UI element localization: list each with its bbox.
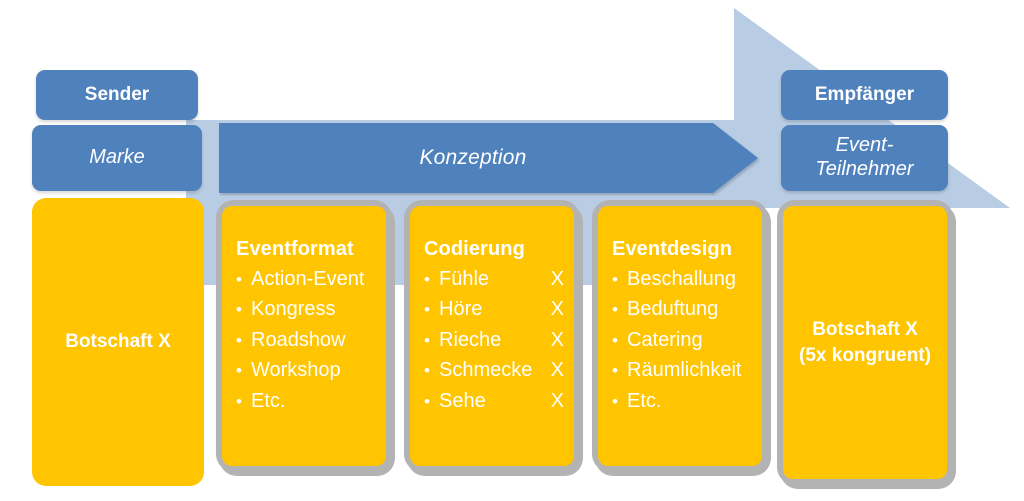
list-item-mark: X <box>550 298 564 321</box>
event-teilnehmer-line1: Event- <box>835 134 894 157</box>
list-item-label: Schmecke <box>439 359 533 382</box>
event-teilnehmer-line2: Teilnehmer <box>815 158 914 180</box>
marke-box[interactable]: Marke <box>32 125 202 191</box>
list-item: • Rieche X <box>424 325 574 355</box>
card-botschaft-kongruent-line1: Botschaft X <box>812 318 918 340</box>
list-item-mark: X <box>550 268 564 290</box>
list-item-label: Etc. <box>251 389 286 412</box>
empfaenger-box[interactable]: Empfänger <box>781 70 948 120</box>
bullet-icon: • <box>612 391 618 411</box>
card-eventformat-inner: Eventformat • Action-Event • Kongress • Roa… <box>222 206 386 466</box>
card-eventformat-title: Eventformat <box>236 238 354 260</box>
event-teilnehmer-box[interactable]: Event- Teilnehmer <box>781 125 948 191</box>
list-item: • Etc. <box>612 386 762 416</box>
card-botschaft-kongruent-inner: Botschaft X (5x kongruent) <box>783 206 947 479</box>
list-item: • Action-Event <box>236 264 386 294</box>
list-item: • Schmecke X <box>424 355 574 385</box>
bullet-icon: • <box>236 391 242 411</box>
list-item: • Sehe X <box>424 386 574 416</box>
bullet-icon: • <box>424 300 430 320</box>
sender-box[interactable]: Sender <box>36 70 198 120</box>
list-item: • Beduftung <box>612 294 762 324</box>
list-item: • Höre X <box>424 294 574 324</box>
bullet-icon: • <box>236 330 242 350</box>
card-botschaft-text: Botschaft X <box>32 198 204 486</box>
bullet-icon: • <box>236 270 242 289</box>
sender-label: Sender <box>84 83 150 105</box>
card-eventdesign-body: Eventdesign • Beschallung • Beduftung • Cat… <box>598 206 762 416</box>
bullet-icon: • <box>236 300 242 320</box>
list-item: • Catering <box>612 325 762 355</box>
list-item: • Roadshow <box>236 325 386 355</box>
bullet-icon: • <box>612 330 618 350</box>
list-item-label: Action-Event <box>251 268 365 290</box>
list-item-label: Fühle <box>439 268 490 290</box>
list-item-mark: X <box>550 328 564 351</box>
konzeption-label: Konzeption <box>419 146 527 169</box>
empfaenger-label: Empfänger <box>814 83 915 105</box>
list-item: • Beschallung <box>612 264 762 294</box>
card-eventformat-body: Eventformat • Action-Event • Kongress • Roa… <box>222 206 386 416</box>
card-codierung-title: Codierung <box>424 238 525 260</box>
list-item-mark: X <box>550 359 564 382</box>
card-botschaft-kongruent-line2: (5x kongruent) <box>799 344 931 366</box>
list-item-label: Roadshow <box>251 328 346 351</box>
konzeption-arrow-shape <box>219 123 758 193</box>
card-eventdesign-title: Eventdesign <box>612 238 733 260</box>
card-eventdesign-list: • Beschallung • Beduftung • Catering • Räuml… <box>612 264 762 416</box>
bullet-icon: • <box>236 361 242 381</box>
list-item-label: Räumlichkeit <box>627 359 742 382</box>
list-item-label: Workshop <box>251 359 341 382</box>
card-eventformat-list: • Action-Event • Kongress • Roadshow • Works… <box>236 264 386 416</box>
card-eventdesign[interactable]: Eventdesign • Beschallung • Beduftung • Cat… <box>592 200 768 472</box>
list-item-label: Catering <box>627 328 703 351</box>
card-botschaft-kongruent-text: Botschaft X (5x kongruent) <box>783 206 947 479</box>
list-item-label: Etc. <box>627 389 662 412</box>
card-botschaft-kongruent[interactable]: Botschaft X (5x kongruent) <box>777 200 953 485</box>
bullet-icon: • <box>612 270 618 289</box>
list-item-label: Kongress <box>251 298 336 321</box>
bullet-icon: • <box>612 361 618 381</box>
bullet-icon: • <box>612 300 618 320</box>
bullet-icon: • <box>424 391 430 411</box>
card-eventdesign-inner: Eventdesign • Beschallung • Beduftung • Cat… <box>598 206 762 466</box>
list-item: • Kongress <box>236 294 386 324</box>
list-item: • Etc. <box>236 386 386 416</box>
list-item-label: Rieche <box>439 328 502 351</box>
marke-label: Marke <box>89 146 145 169</box>
list-item-label: Sehe <box>439 389 486 412</box>
list-item: • Workshop <box>236 355 386 385</box>
bullet-icon: • <box>424 270 430 289</box>
card-botschaft[interactable]: Botschaft X <box>32 198 204 486</box>
list-item-label: Beduftung <box>627 298 719 321</box>
bullet-icon: • <box>424 330 430 350</box>
event-teilnehmer-label: Event- Teilnehmer <box>815 134 913 181</box>
card-botschaft-kongruent-lines: Botschaft X (5x kongruent) <box>799 317 931 368</box>
list-item-label: Höre <box>439 298 483 321</box>
list-item: • Räumlichkeit <box>612 355 762 385</box>
list-item-mark: X <box>550 389 564 412</box>
card-eventformat[interactable]: Eventformat • Action-Event • Kongress • Roa… <box>216 200 392 472</box>
bullet-icon: • <box>424 361 430 381</box>
list-item-label: Beschallung <box>627 268 736 290</box>
list-item: • Fühle X <box>424 264 574 294</box>
card-botschaft-line1: Botschaft X <box>65 331 171 353</box>
